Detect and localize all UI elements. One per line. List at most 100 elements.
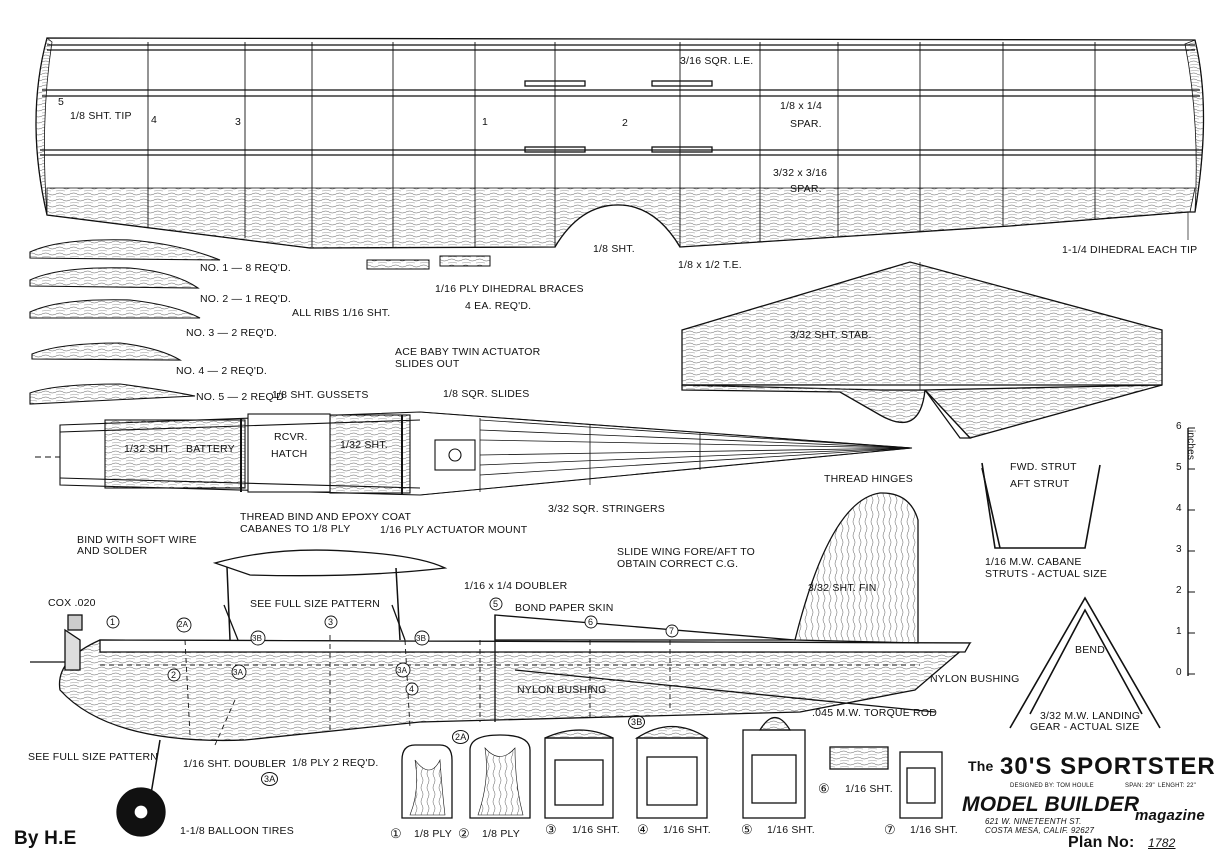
- former-7-label: 1/16 SHT.: [910, 824, 958, 836]
- side-markers: [106, 597, 679, 696]
- marker-3b-left: 3B: [252, 634, 263, 643]
- plan-no-value: 1782: [1148, 836, 1176, 850]
- wing-spar1-label2: SPAR.: [790, 118, 822, 130]
- dihedral-braces: [366, 255, 491, 270]
- rcvr-label-2: HATCH: [271, 448, 308, 460]
- slide-wing-1: SLIDE WING FORE/AFT TO: [617, 546, 756, 558]
- doubler-label: 1/16 x 1/4 DOUBLER: [464, 580, 568, 592]
- rib-number-4: 4: [151, 114, 158, 126]
- wing-spar1-label: 1/8 x 1/4: [780, 100, 823, 112]
- formers: [401, 716, 943, 819]
- rib-number-1: 1: [482, 116, 489, 128]
- gussets-label: 1/8 SHT. GUSSETS: [272, 389, 369, 401]
- cabane-struts: [981, 462, 1101, 549]
- marker-1: 1: [110, 617, 116, 627]
- wing-spar2-label: 3/32 x 3/16: [773, 167, 828, 179]
- thread-bind-1: THREAD BIND AND EPOXY COAT: [240, 511, 412, 523]
- former-tag-2a: 2A: [452, 730, 470, 744]
- actuator-note-2: SLIDES OUT: [395, 358, 460, 370]
- marker-5: 5: [493, 599, 499, 609]
- rib-number-5: 5: [58, 96, 65, 108]
- braces-label: 1/16 PLY DIHEDRAL BRACES: [435, 283, 584, 295]
- wing-center-sheet: 1/8 SHT.: [593, 243, 635, 255]
- signature: By H.E: [14, 828, 77, 849]
- fwd-strut-label: FWD. STRUT: [1010, 461, 1077, 473]
- former-1-num: ①: [390, 826, 402, 841]
- title-name: 30'S SPORTSTER: [1000, 753, 1216, 780]
- former-7-num: ⑦: [884, 822, 896, 837]
- marker-6: 6: [588, 617, 594, 627]
- landing-gear: [1009, 596, 1161, 729]
- rib-number-2: 2: [622, 117, 629, 129]
- bend-label: BEND: [1075, 644, 1105, 656]
- former-5-label: 1/16 SHT.: [767, 824, 815, 836]
- wing-plan: [35, 37, 1205, 249]
- fin-label: 3/32 SHT. FIN: [808, 582, 877, 594]
- actuator-mount-label: 1/16 PLY ACTUATOR MOUNT: [380, 524, 528, 536]
- marker-3a-left: 3A: [233, 668, 244, 677]
- wing-spar2-label2: SPAR.: [790, 183, 822, 195]
- stringers-label: 3/32 SQR. STRINGERS: [548, 503, 665, 515]
- marker-3b-right: 3B: [416, 634, 427, 643]
- rib-5-label: NO. 5 — 2 REQ'D: [196, 391, 284, 403]
- inch-scale: [1187, 427, 1195, 676]
- magazine-word: magazine: [1135, 807, 1205, 824]
- cabane-label-1: 1/16 M.W. CABANE: [985, 556, 1082, 568]
- rib-4-label: NO. 4 — 2 REQ'D.: [176, 365, 267, 377]
- former-2-num: ②: [458, 826, 470, 841]
- plan-no-label: Plan No:: [1068, 834, 1135, 851]
- scale-tick-4: 4: [1176, 503, 1182, 514]
- bind-wire-1: BIND WITH SOFT WIRE: [77, 534, 197, 546]
- scale-tick-2: 2: [1176, 585, 1182, 596]
- stab-plan: [681, 261, 1163, 439]
- rib-1-label: NO. 1 — 8 REQ'D.: [200, 262, 291, 274]
- former-6-label: 1/16 SHT.: [845, 783, 893, 795]
- ply-req-label: 1/8 PLY 2 REQ'D.: [292, 757, 379, 769]
- scale-tick-6: 6: [1176, 421, 1182, 432]
- wing-dihedral-note: 1-1/4 DIHEDRAL EACH TIP: [1062, 244, 1198, 256]
- scale-tick-0: 0: [1176, 667, 1182, 678]
- title-the: The: [968, 758, 994, 774]
- span-spec: SPAN: 29": [1125, 783, 1155, 789]
- address-2: COSTA MESA, CALIF. 92627: [985, 826, 1095, 835]
- former-tag-3b: 3B: [628, 715, 646, 729]
- rib-2-label: NO. 2 — 1 REQ'D.: [200, 293, 291, 305]
- stab-label: 3/32 SHT. STAB.: [790, 329, 872, 341]
- wing-tip-label: 1/8 SHT. TIP: [70, 110, 132, 122]
- fuselage-top: [35, 411, 913, 496]
- engine-label: COX .020: [48, 597, 96, 609]
- wing-te-label: 1/8 x 1/2 T.E.: [678, 259, 742, 271]
- marker-7: 7: [669, 626, 675, 636]
- battery-label: BATTERY: [186, 443, 235, 455]
- aft-strut-label: AFT STRUT: [1010, 478, 1070, 490]
- length-spec: LENGHT: 22": [1158, 783, 1197, 789]
- marker-3: 3: [328, 617, 334, 627]
- full-size-pattern-2: SEE FULL SIZE PATTERN: [28, 751, 159, 763]
- marker-2: 2: [171, 670, 177, 680]
- bond-paper-label: BOND PAPER SKIN: [515, 602, 614, 614]
- former-5-num: ⑤: [741, 822, 753, 837]
- full-size-pattern-1: SEE FULL SIZE PATTERN: [250, 598, 381, 610]
- nylon-bushing-2: NYLON BUSHING: [930, 673, 1020, 685]
- gear-label-1: 3/32 M.W. LANDING: [1040, 710, 1141, 722]
- top-sheet-1: 1/32 SHT.: [124, 443, 172, 455]
- magazine-name: MODEL BUILDER: [962, 793, 1140, 816]
- former-6-num: ⑥: [818, 781, 830, 796]
- all-ribs-note: ALL RIBS 1/16 SHT.: [292, 307, 391, 319]
- marker-2a: 2A: [178, 620, 189, 629]
- marker-3a-right: 3A: [397, 666, 408, 675]
- gear-label-2: GEAR - ACTUAL SIZE: [1030, 721, 1140, 733]
- nylon-bushing-1: NYLON BUSHING: [517, 684, 607, 696]
- address-1: 621 W. NINETEENTH ST.: [985, 817, 1082, 826]
- sheet-doubler-label: 1/16 SHT. DOUBLER: [183, 758, 287, 770]
- former-3-label: 1/16 SHT.: [572, 824, 620, 836]
- scale-unit: inches: [1185, 430, 1196, 461]
- former-2-label: 1/8 PLY: [482, 828, 520, 840]
- former-3-num: ③: [545, 822, 557, 837]
- braces-qty: 4 EA. REQ'D.: [465, 300, 532, 312]
- scale-tick-1: 1: [1176, 626, 1182, 637]
- scale-tick-3: 3: [1176, 544, 1182, 555]
- designed-by: DESIGNED BY: TOM HOULE: [1010, 783, 1094, 789]
- former-1-label: 1/8 PLY: [414, 828, 452, 840]
- slides-label: 1/8 SQR. SLIDES: [443, 388, 530, 400]
